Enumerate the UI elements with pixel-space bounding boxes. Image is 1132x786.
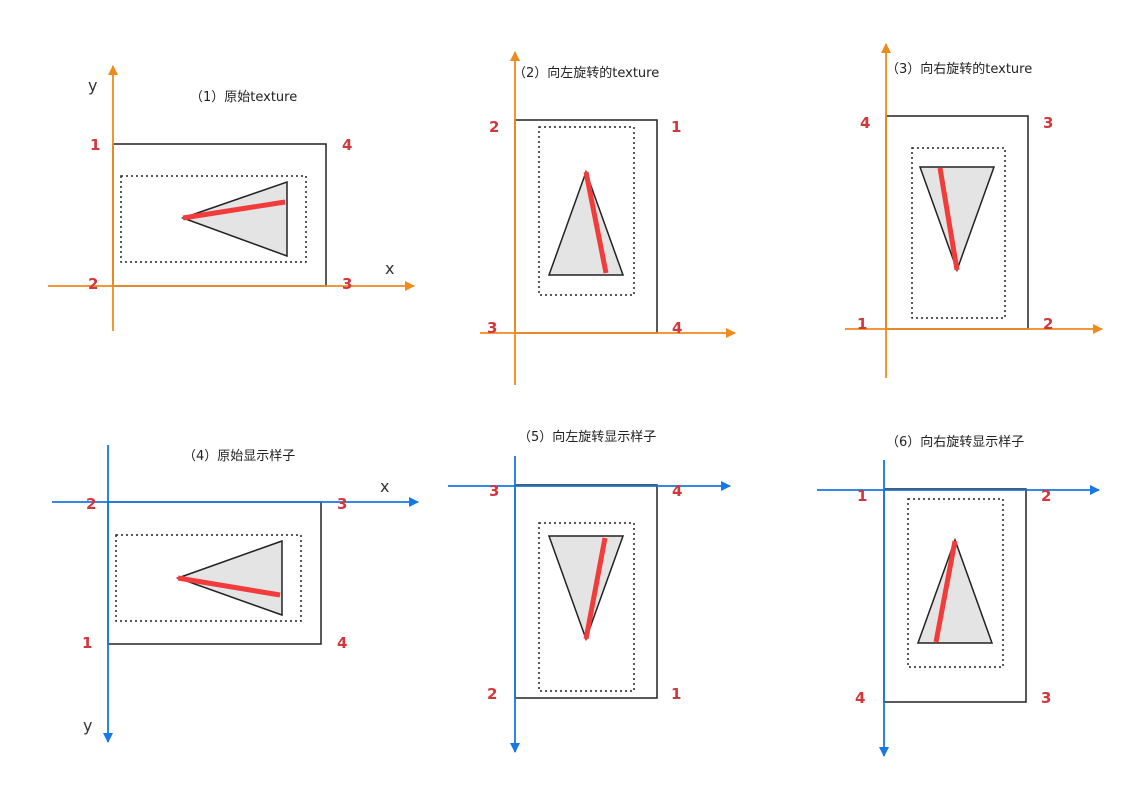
panel-1-corner-top-left: 1	[90, 136, 100, 154]
panel-6-dotted-region	[907, 498, 1004, 668]
panel-3-corner-top-right: 3	[1043, 114, 1053, 132]
panel-3-triangle	[918, 166, 996, 273]
panel-3-dotted-region	[911, 147, 1006, 319]
panel-5-caption: （5）向左旋转显示样子	[518, 429, 656, 445]
panel-4-caption: （4）原始显示样子	[183, 449, 295, 464]
panel-2-corner-top-left: 2	[489, 118, 499, 136]
panel-3-caption: （3）向右旋转的texture	[886, 61, 1032, 77]
panel-2-triangle	[547, 169, 625, 276]
panel-6-triangle	[916, 537, 994, 644]
panel-5-corner-top-right: 4	[672, 482, 682, 500]
panel-6-corner-top-left: 1	[857, 487, 867, 505]
panel-2-corner-top-right: 1	[671, 118, 681, 136]
panel-4-triangle	[175, 539, 283, 617]
panel-2-dotted-region	[538, 126, 635, 296]
panel-1-caption: （1）原始texture	[190, 90, 297, 105]
panel-2-caption: （2）向左旋转的texture	[513, 65, 659, 81]
panel-5-corner-bottom-left: 2	[487, 685, 497, 703]
panel-5-triangle	[547, 535, 625, 642]
panel-4-red-edge	[177, 575, 281, 598]
panel-5-corner-bottom-right: 1	[671, 685, 681, 703]
panel-3-red-edge	[937, 167, 960, 271]
panel-2-left-rotated-texture: （2）向左旋转的texture 2 1 3 4	[480, 51, 736, 385]
panel-1-corner-bottom-left: 2	[88, 275, 98, 293]
panel-4-corner-top-left: 2	[86, 495, 96, 513]
panel-1-corner-bottom-right: 3	[342, 275, 352, 293]
panel-5-left-rotated-display: （5）向左旋转显示样子 3 4 2 1	[448, 429, 731, 753]
panel-5-red-edge	[583, 537, 608, 640]
panel-4-corner-top-right: 3	[337, 495, 347, 513]
panel-6-red-edge	[933, 540, 958, 643]
panel-2-corner-bottom-right: 4	[672, 319, 682, 337]
panel-1-original-texture: （1）原始texture x y 1 4 2 3	[48, 65, 415, 331]
panel-4-x-label: x	[380, 477, 389, 496]
panel-2-red-edge	[583, 171, 609, 274]
panel-2-corner-bottom-left: 3	[487, 319, 497, 337]
panel-3-corner-bottom-right: 2	[1043, 315, 1053, 333]
panel-4-original-display: （4）原始显示样子 x y 2 3 1 4	[52, 445, 419, 743]
panel-1-triangle	[180, 180, 288, 258]
panel-6-corner-bottom-left: 4	[855, 689, 865, 707]
panel-3-corner-top-left: 4	[860, 114, 870, 132]
panel-6-caption: （6）向右旋转显示样子	[886, 434, 1024, 450]
panel-3-right-rotated-texture: （3）向右旋转的texture 4 3 1 2	[845, 43, 1103, 378]
panel-1-x-label: x	[385, 259, 394, 278]
panel-1-y-label: y	[88, 76, 97, 95]
panel-6-corner-top-right: 2	[1041, 487, 1051, 505]
panel-6-right-rotated-display: （6）向右旋转显示样子 1 2 4 3	[817, 434, 1100, 757]
panel-6-corner-bottom-right: 3	[1041, 689, 1051, 707]
panel-5-dotted-region	[538, 522, 635, 692]
panel-1-red-edge	[182, 199, 286, 221]
panel-4-corner-bottom-right: 4	[337, 634, 347, 652]
panel-4-corner-bottom-left: 1	[82, 634, 92, 652]
panel-5-corner-top-left: 3	[489, 482, 499, 500]
panel-3-corner-bottom-left: 1	[857, 315, 867, 333]
panel-4-y-label: y	[83, 716, 92, 735]
panel-1-corner-top-right: 4	[342, 136, 352, 154]
